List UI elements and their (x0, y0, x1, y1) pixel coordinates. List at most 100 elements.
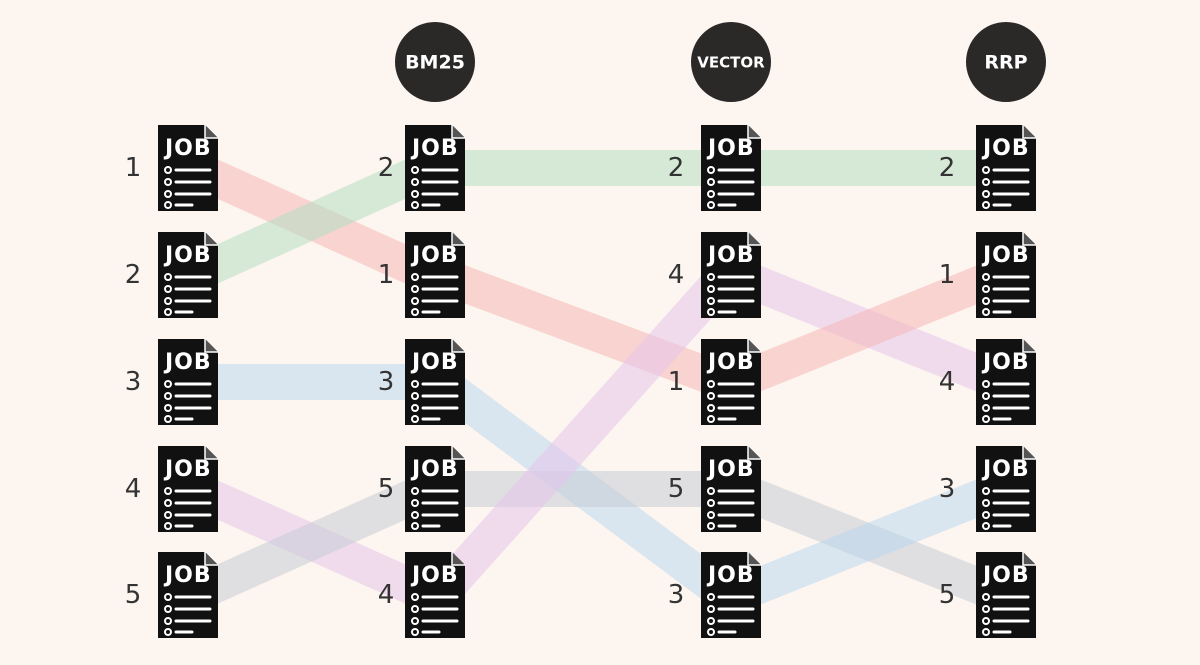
document-fold (747, 552, 761, 566)
list-bullet (164, 499, 172, 507)
document-icon (405, 125, 465, 211)
list-bullet (164, 190, 172, 198)
doc-id-label: 4 (125, 474, 142, 504)
list-bullet (164, 404, 172, 412)
doc-id-label: 2 (378, 153, 395, 183)
list-bullet (707, 190, 715, 198)
list-bullet (707, 404, 715, 412)
document-fold (204, 232, 218, 246)
link-doc-1-col2 (729, 258, 1008, 399)
list-bullet (982, 522, 990, 530)
doc-job-label: JOB (981, 350, 1030, 375)
list-bullet (707, 487, 715, 495)
list-bullet (164, 415, 172, 423)
list-bullet (411, 617, 419, 625)
doc-id-label: 2 (668, 153, 685, 183)
doc-card: 1 JOB (939, 232, 1036, 318)
header-label: VECTOR (697, 54, 765, 72)
document-icon (976, 552, 1036, 638)
list-bullet (164, 178, 172, 186)
document-fold (1022, 552, 1036, 566)
list-bullet (707, 285, 715, 293)
doc-id-label: 1 (378, 260, 395, 290)
doc-id-label: 2 (939, 153, 956, 183)
link-doc-5-col0 (185, 472, 438, 612)
list-bullet (707, 522, 715, 530)
doc-card: 3 JOB (668, 552, 761, 638)
document-icon (701, 232, 761, 318)
list-bullet (164, 201, 172, 209)
doc-job-label: JOB (163, 136, 212, 161)
list-bullet (411, 201, 419, 209)
document-icon (158, 552, 218, 638)
list-bullet (982, 285, 990, 293)
doc-id-label: 3 (125, 367, 142, 397)
document-fold (451, 552, 465, 566)
header-rrp: RRP (966, 22, 1046, 102)
document-icon (976, 125, 1036, 211)
doc-card: 2 JOB (668, 125, 761, 211)
list-bullet (411, 392, 419, 400)
doc-job-label: JOB (706, 563, 755, 588)
list-bullet (707, 511, 715, 519)
document-fold (204, 125, 218, 139)
header-vector: VECTOR (691, 22, 771, 102)
doc-id-label: 4 (939, 367, 956, 397)
doc-job-label: JOB (981, 563, 1030, 588)
document-fold (451, 232, 465, 246)
header-circle (395, 22, 475, 102)
list-bullet (982, 380, 990, 388)
document-icon (405, 232, 465, 318)
link-doc-2-col0 (185, 151, 438, 292)
document-fold (451, 446, 465, 460)
list-bullet (707, 392, 715, 400)
list-bullet (707, 201, 715, 209)
list-bullet (164, 617, 172, 625)
list-bullet (982, 392, 990, 400)
list-bullet (707, 593, 715, 601)
doc-job-label: JOB (706, 136, 755, 161)
list-bullet (164, 392, 172, 400)
document-icon (158, 446, 218, 532)
list-bullet (707, 273, 715, 281)
doc-job-label: JOB (410, 243, 459, 268)
doc-job-label: JOB (981, 136, 1030, 161)
doc-id-label: 1 (939, 260, 956, 290)
list-bullet (982, 499, 990, 507)
doc-id-label: 1 (125, 153, 142, 183)
list-bullet (411, 487, 419, 495)
doc-card: 1 JOB (125, 125, 218, 211)
list-bullet (164, 593, 172, 601)
doc-job-label: JOB (981, 243, 1030, 268)
list-bullet (164, 522, 172, 530)
list-bullet (982, 308, 990, 316)
list-bullet (707, 617, 715, 625)
doc-job-label: JOB (706, 457, 755, 482)
list-bullet (982, 605, 990, 613)
list-bullet (707, 605, 715, 613)
doc-id-label: 3 (668, 580, 685, 610)
doc-job-label: JOB (981, 457, 1030, 482)
doc-job-label: JOB (706, 350, 755, 375)
document-fold (204, 446, 218, 460)
list-bullet (411, 628, 419, 636)
document-icon (158, 232, 218, 318)
list-bullet (707, 415, 715, 423)
document-icon (158, 339, 218, 425)
list-bullet (982, 404, 990, 412)
list-bullet (164, 166, 172, 174)
header-label: BM25 (405, 52, 465, 74)
document-fold (1022, 232, 1036, 246)
doc-job-label: JOB (163, 563, 212, 588)
doc-card: 1 JOB (378, 232, 465, 318)
list-bullet (707, 380, 715, 388)
